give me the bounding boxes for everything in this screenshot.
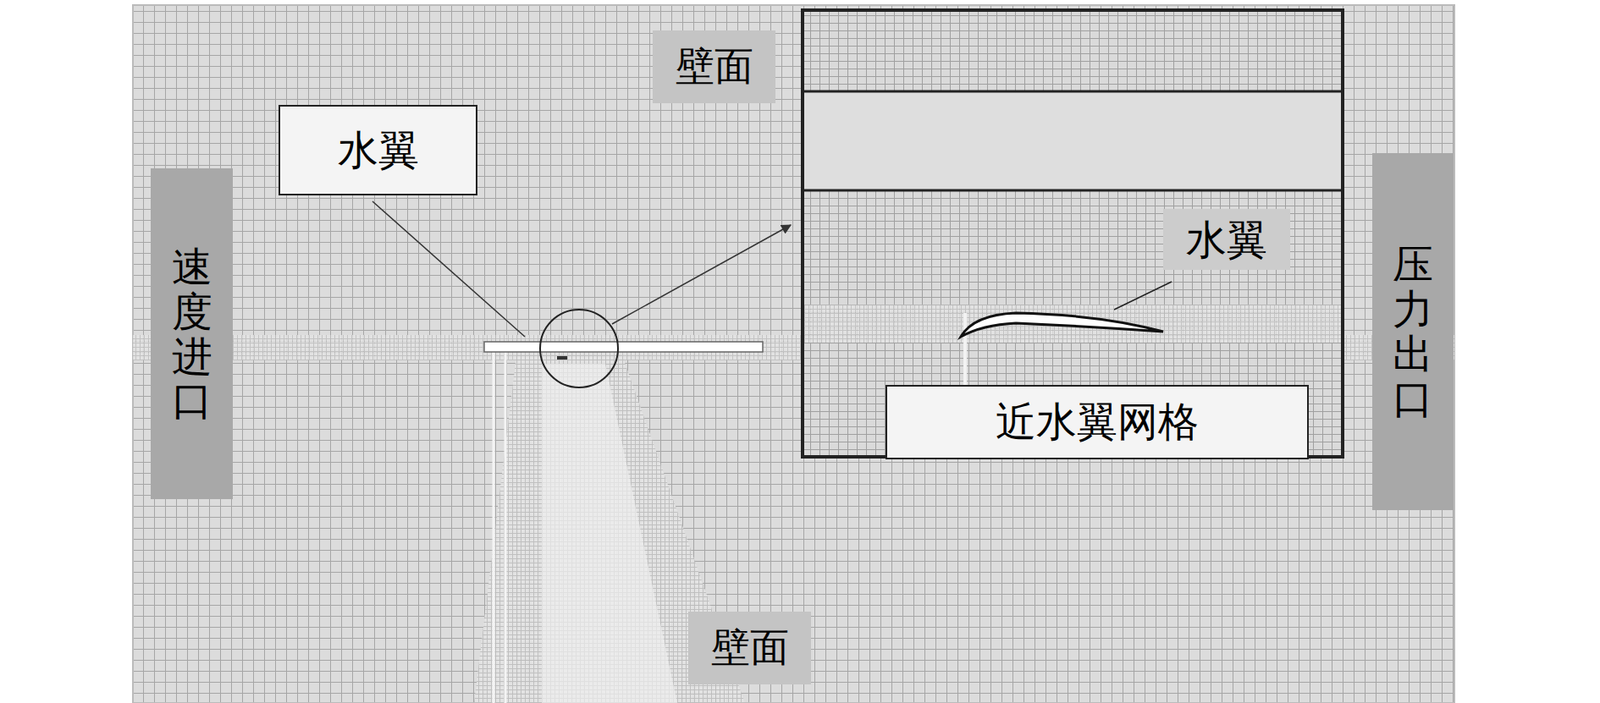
boundary-label: 速度进口 — [171, 244, 213, 424]
inset-refined — [800, 304, 1345, 343]
outlet-band: 压力出口 — [1372, 153, 1454, 511]
hydrofoil-profile — [960, 313, 1164, 337]
hydrofoil-mark — [557, 356, 568, 360]
inset-panel: 水翼近水翼网格 — [800, 8, 1345, 459]
label-text: 壁面 — [711, 622, 789, 675]
callout-box: 水翼 — [278, 104, 478, 196]
wake-core — [541, 364, 678, 703]
hydrofoil-plate — [484, 342, 763, 353]
leader-line — [1114, 281, 1172, 310]
inset-wall-band — [800, 91, 1345, 191]
inset-mesh — [800, 190, 1345, 459]
inlet-band: 速度进口 — [150, 168, 233, 500]
leader-line — [372, 201, 525, 337]
label-text: 水翼 — [1163, 209, 1291, 271]
mesh-line — [492, 352, 496, 703]
domain-mesh — [132, 5, 1455, 703]
zoom-arrow — [612, 225, 791, 325]
label-text: 水翼 — [337, 123, 420, 178]
mesh-line — [504, 352, 508, 703]
label-text: 近水翼网格 — [995, 395, 1199, 450]
wall-label: 壁面 — [688, 612, 812, 685]
inset-mesh-top — [800, 8, 1345, 92]
caption-box: 近水翼网格 — [885, 385, 1309, 460]
zoom-circle — [540, 309, 618, 388]
boundary-label: 压力出口 — [1392, 242, 1434, 421]
wall-label: 壁面 — [652, 30, 776, 104]
inset-divider — [800, 90, 1345, 94]
inset-divider — [800, 189, 1345, 193]
label-text: 壁面 — [675, 40, 754, 94]
